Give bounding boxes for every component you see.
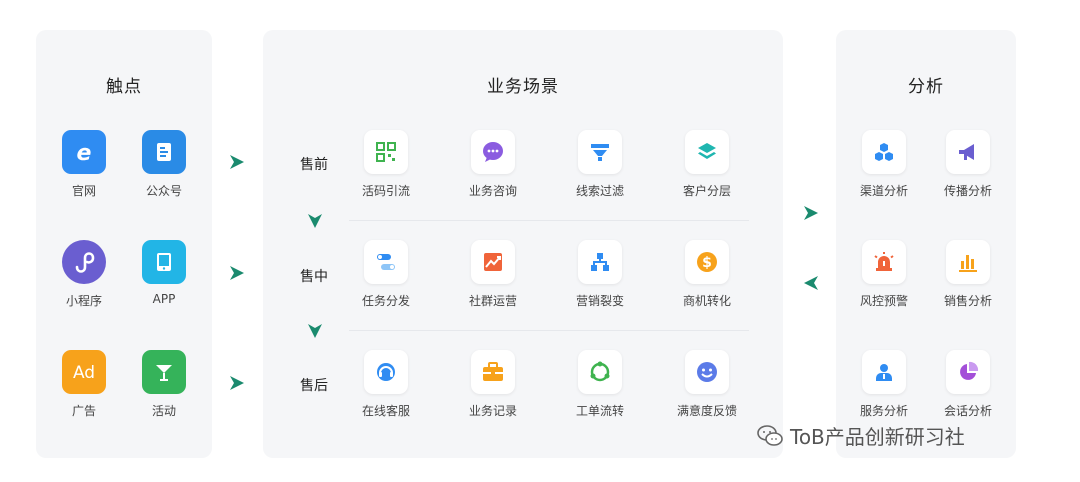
watermark-text: ToB产品创新研习社 xyxy=(790,425,965,449)
scenario-label: 满意度反馈 xyxy=(676,404,737,418)
touchpoint-label: 广告 xyxy=(71,404,96,418)
trend-chart-icon[interactable] xyxy=(471,240,515,284)
scenario-label: 线索过滤 xyxy=(575,184,624,198)
task-dispatch-icon[interactable] xyxy=(364,240,408,284)
miniprogram-icon[interactable] xyxy=(62,240,106,284)
analysis-label: 渠道分析 xyxy=(859,184,908,198)
scenario-label: 商机转化 xyxy=(682,294,731,308)
row-divider xyxy=(349,330,749,331)
qr-code-icon[interactable] xyxy=(364,130,408,174)
arrow-down-icon xyxy=(308,214,322,228)
cocktail-icon[interactable] xyxy=(142,350,186,394)
scenario-label: 任务分发 xyxy=(361,294,410,308)
arrow-right-icon xyxy=(230,266,244,280)
touchpoints-panel: 触点 e 官网 公众号 小程序 APP Ad 广告 活动 xyxy=(36,30,212,458)
scenario-label: 工单流转 xyxy=(575,404,624,418)
cubes-icon[interactable] xyxy=(862,130,906,174)
scenario-label: 营销裂变 xyxy=(575,294,624,308)
megaphone-icon[interactable] xyxy=(946,130,990,174)
watermark: ToB产品创新研习社 xyxy=(756,421,965,450)
stage-presale: 售前 xyxy=(300,157,328,173)
org-tree-icon[interactable] xyxy=(578,240,622,284)
scenario-label: 业务记录 xyxy=(468,404,517,418)
dollar-coin-icon[interactable]: $ xyxy=(685,240,729,284)
scenario-label: 在线客服 xyxy=(361,404,410,418)
scenario-label: 社群运营 xyxy=(468,294,517,308)
svg-text:e: e xyxy=(77,141,92,165)
analysis-label: 风控预警 xyxy=(859,294,908,308)
touchpoint-label: APP xyxy=(152,292,176,306)
arrow-right-icon xyxy=(230,155,244,169)
arrow-down-icon xyxy=(308,324,322,338)
cycle-icon[interactable] xyxy=(578,350,622,394)
touchpoint-label: 活动 xyxy=(151,404,176,418)
stage-aftersale: 售后 xyxy=(300,378,328,394)
analysis-label: 传播分析 xyxy=(943,184,992,198)
touchpoint-label: 小程序 xyxy=(65,294,102,308)
arrow-left-icon xyxy=(804,276,818,290)
ad-icon[interactable]: Ad xyxy=(62,350,106,394)
arrow-right-icon xyxy=(230,376,244,390)
scenarios-title: 业务场景 xyxy=(487,77,559,97)
touchpoints-title: 触点 xyxy=(106,77,142,97)
row-divider xyxy=(349,220,749,221)
chat-bubble-icon[interactable] xyxy=(471,130,515,174)
headset-icon[interactable] xyxy=(364,350,408,394)
alarm-icon[interactable] xyxy=(862,240,906,284)
touchpoint-label: 公众号 xyxy=(145,184,182,198)
stage-insale: 售中 xyxy=(300,269,328,285)
svg-text:$: $ xyxy=(702,255,712,271)
analysis-title: 分析 xyxy=(908,77,944,97)
browser-e-icon[interactable]: e xyxy=(62,130,106,174)
analysis-label: 销售分析 xyxy=(943,294,992,308)
wechat-icon xyxy=(757,424,783,446)
briefcase-icon[interactable] xyxy=(471,350,515,394)
arrow-right-icon xyxy=(804,206,818,220)
touchpoint-label: 官网 xyxy=(71,184,96,198)
layers-icon[interactable] xyxy=(685,130,729,174)
analysis-label: 会话分析 xyxy=(943,404,992,418)
pie-chart-icon[interactable] xyxy=(946,350,990,394)
scenario-label: 业务咨询 xyxy=(468,184,517,198)
analysis-label: 服务分析 xyxy=(859,404,908,418)
bar-chart-icon[interactable] xyxy=(946,240,990,284)
scenario-label: 活码引流 xyxy=(361,184,410,198)
tablet-icon[interactable] xyxy=(142,240,186,284)
funnel-icon[interactable] xyxy=(578,130,622,174)
analysis-panel: 分析 渠道分析 传播分析 风控预警 销售分析 服务分析 会话分析 xyxy=(836,30,1016,458)
scenario-label: 客户分层 xyxy=(682,184,731,198)
person-card-icon[interactable] xyxy=(862,350,906,394)
smiley-icon[interactable] xyxy=(685,350,729,394)
svg-text:Ad: Ad xyxy=(73,363,95,383)
document-icon[interactable] xyxy=(142,130,186,174)
scenarios-panel: 业务场景 售前 售中 售后 活码引流 业务咨询 线索过滤 客户分层 任务分发 社… xyxy=(263,30,783,458)
